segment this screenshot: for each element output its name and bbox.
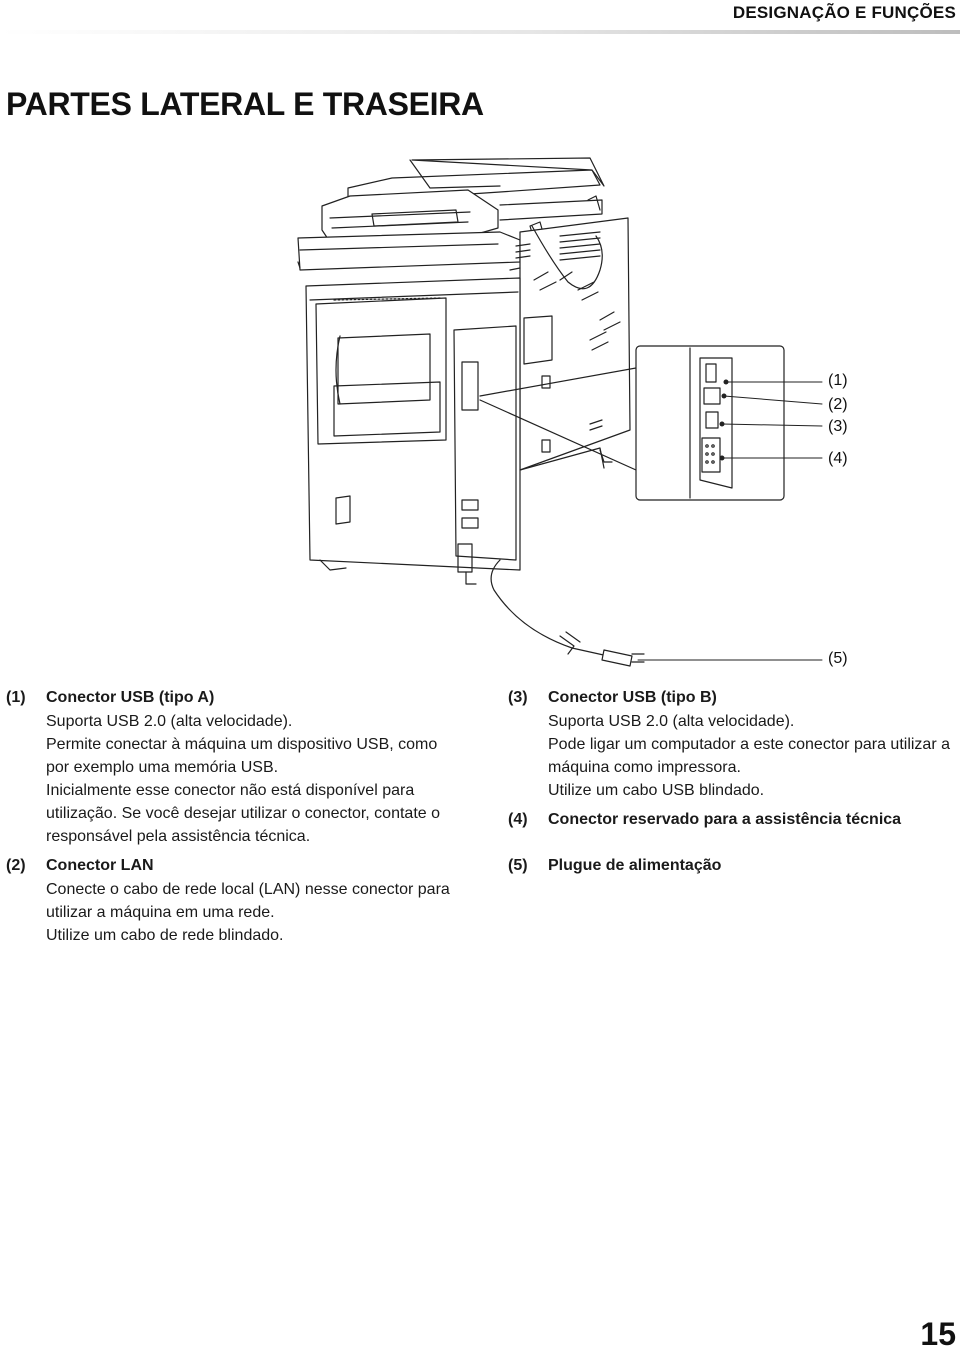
item-description-line: Permite conectar à máquina um dispositiv…: [46, 736, 438, 753]
callout-lines: [637, 381, 823, 661]
item-title: Conector LAN: [46, 857, 154, 874]
document-feeder-drawing: [321, 157, 605, 243]
item-description-line: Suporta USB 2.0 (alta velocidade).: [548, 713, 795, 730]
callout-1: (1): [828, 372, 848, 389]
page-header: DESIGNAÇÃO E FUNÇÕES: [0, 0, 960, 36]
callout-2: (2): [828, 396, 848, 413]
item-description-line: utilizar a máquina em uma rede.: [46, 904, 275, 921]
item-description-line: Utilize um cabo USB blindado.: [548, 782, 765, 799]
callout-3: (3): [828, 418, 848, 435]
usb-cable-drawing: [531, 225, 603, 290]
item-title: Conector USB (tipo B): [548, 689, 717, 706]
power-cable-drawing: [490, 559, 609, 657]
item-description-line: responsável pela assistência técnica.: [46, 828, 311, 845]
item-description-line: Conecte o cabo de rede local (LAN) nesse…: [46, 881, 450, 898]
callout-4: (4): [828, 450, 848, 467]
item-title: Conector reservado para a assistência té…: [548, 811, 902, 828]
item-number: (3): [508, 689, 528, 706]
detail-leader-drawing: [479, 367, 637, 471]
item-title: Conector USB (tipo A): [46, 689, 215, 706]
item-description-line: por exemplo uma memória USB.: [46, 759, 279, 776]
item-description-line: Suporta USB 2.0 (alta velocidade).: [46, 713, 293, 730]
item-title: Plugue de alimentação: [548, 857, 722, 874]
item-description-line: Pode ligar um computador a este conector…: [548, 736, 950, 753]
page-number: 15: [920, 1316, 956, 1352]
item-number: (2): [6, 857, 26, 874]
item-description-line: Inicialmente esse conector não está disp…: [46, 782, 415, 799]
item-number: (4): [508, 811, 528, 828]
machine-illustration: [297, 157, 823, 667]
page-title: PARTES LATERAL E TRASEIRA: [6, 86, 484, 122]
section-title: DESIGNAÇÃO E FUNÇÕES: [732, 3, 956, 22]
item-number: (1): [6, 689, 26, 706]
connector-detail-drawing: [635, 345, 785, 501]
item-number: (5): [508, 857, 528, 874]
callout-5: (5): [828, 650, 848, 667]
item-description-line: utilização. Se você desejar utilizar o c…: [46, 805, 440, 822]
item-description-line: máquina como impressora.: [548, 759, 741, 776]
header-rule: [0, 30, 960, 34]
item-description-line: Utilize um cabo de rede blindado.: [46, 927, 284, 944]
machine-body-drawing: [297, 217, 631, 585]
